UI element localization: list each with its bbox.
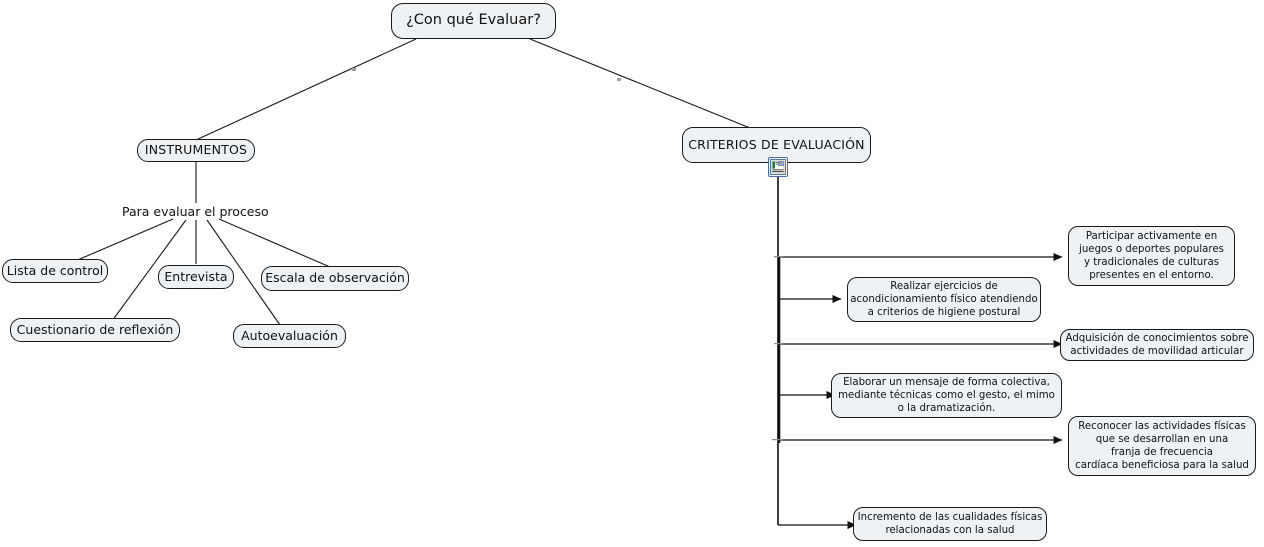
trunk-tick-3 [772,439,783,441]
node-criterio-2[interactable]: Realizar ejercicios de acondicionamiento… [847,277,1041,322]
edge-subtitle-escala [218,218,331,268]
node-criterio-6[interactable]: Incremento de las cualidades físicas rel… [853,507,1047,541]
node-autoevaluacion[interactable]: Autoevaluación [233,324,346,348]
edge-root-criterios [529,38,756,131]
edge-root-instrumentos [195,38,417,141]
node-cuestionario-de-reflexion[interactable]: Cuestionario de reflexión [10,318,180,342]
node-criterio-3[interactable]: Adquisición de conocimientos sobre activ… [1060,329,1254,361]
node-escala-de-observacion[interactable]: Escala de observación [261,266,409,291]
trunk-tick-2 [774,343,783,345]
label-para-evaluar-el-proceso: Para evaluar el proceso [122,204,269,219]
node-criterio-5[interactable]: Reconocer las actividades físicas que se… [1068,416,1256,476]
trunk-tick-1 [774,256,783,258]
node-root[interactable]: ¿Con qué Evaluar? [391,3,556,39]
document-note-icon[interactable] [768,157,788,177]
node-entrevista[interactable]: Entrevista [158,265,234,289]
edge-midpoint-marker-right [617,78,621,81]
node-criterio-4[interactable]: Elaborar un mensaje de forma colectiva, … [831,373,1062,418]
edge-midpoint-marker-left [352,68,356,71]
node-lista-de-control[interactable]: Lista de control [2,259,108,283]
node-instrumentos[interactable]: INSTRUMENTOS [137,139,255,162]
node-criterio-1[interactable]: Participar activamente en juegos o depor… [1068,226,1235,286]
